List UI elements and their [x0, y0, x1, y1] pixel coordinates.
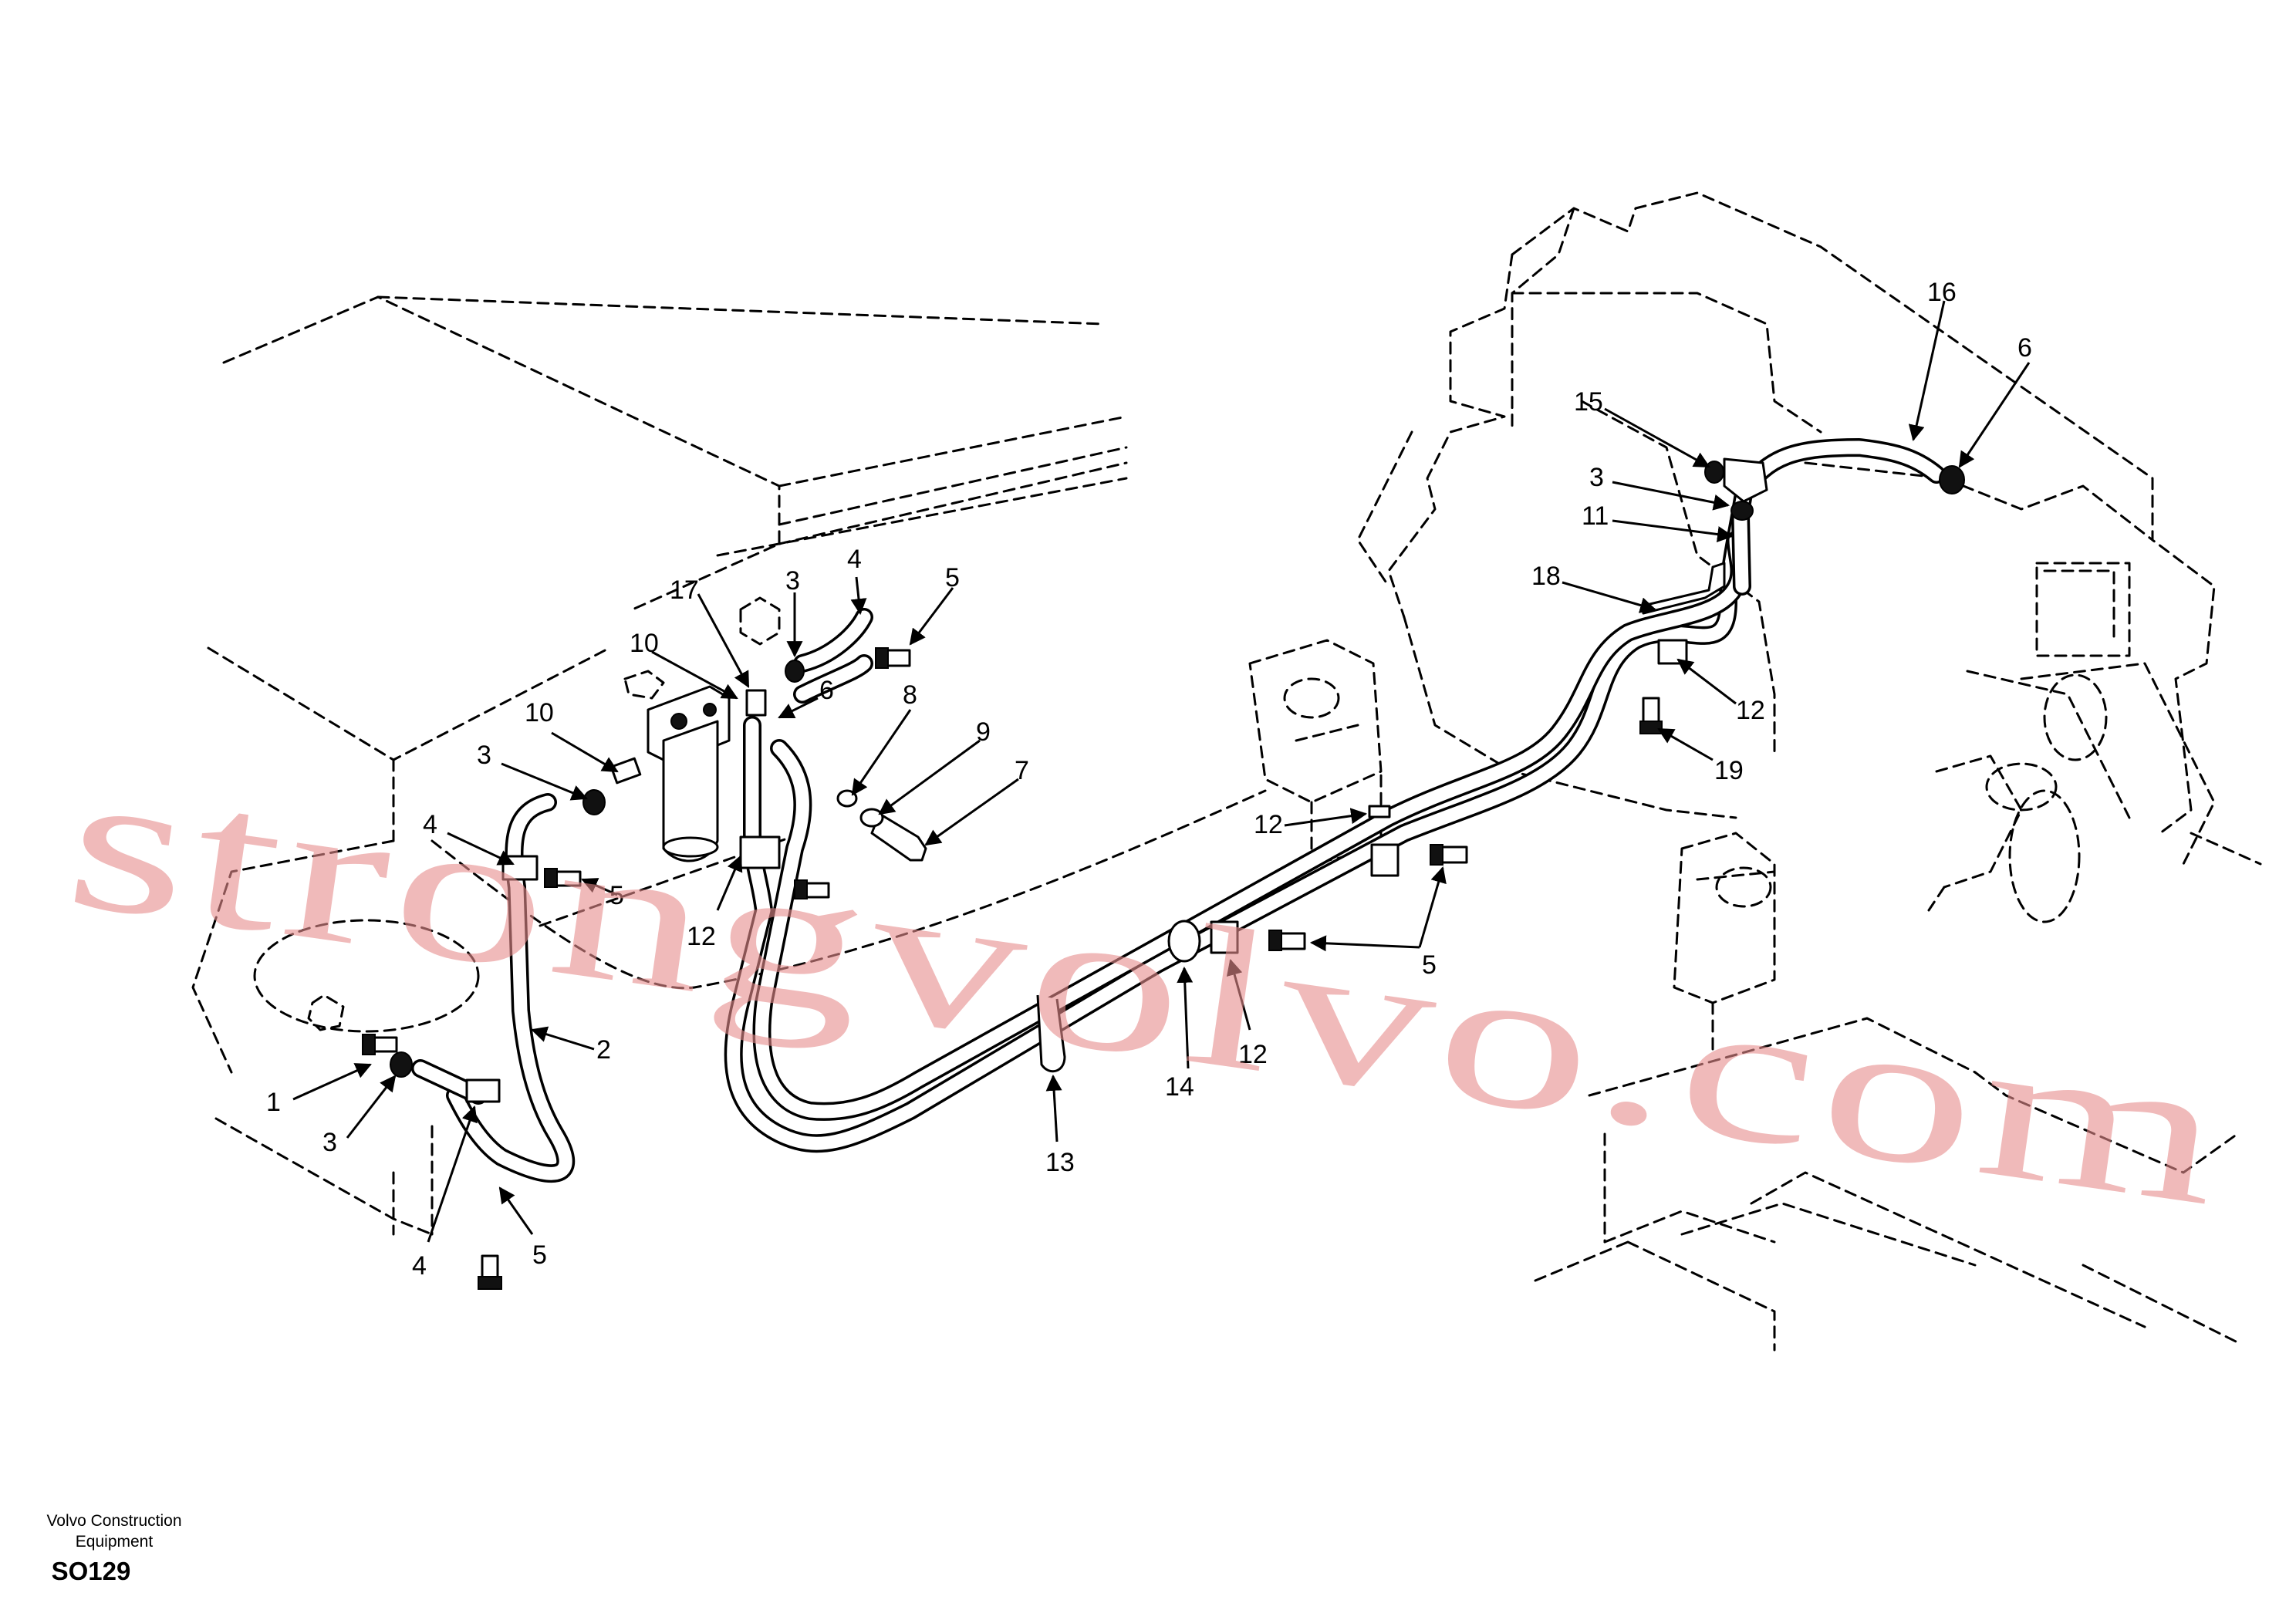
callout-label: 5 [532, 1240, 547, 1270]
callout-label: 9 [976, 717, 991, 747]
callout-label: 5 [945, 563, 960, 592]
callout-label: 1 [266, 1088, 281, 1117]
callout-label: 2 [596, 1035, 611, 1065]
callout-label: 11 [1582, 501, 1609, 531]
callout-label: 6 [2017, 333, 2032, 363]
clips-and-fittings [362, 457, 1965, 1290]
callout-label: 17 [670, 575, 699, 605]
bolt [478, 1254, 502, 1290]
callout-label: 3 [785, 566, 800, 596]
company-name: Volvo Construction Equipment [29, 1510, 199, 1552]
callout-label: 13 [1045, 1148, 1075, 1177]
callout-label: 7 [1015, 756, 1029, 785]
bolt [794, 879, 830, 899]
callout-label: 19 [1714, 756, 1744, 785]
callout-label: 6 [819, 676, 834, 705]
callout-label: 8 [903, 680, 917, 710]
callout-label: 3 [1589, 463, 1604, 492]
callout-label: 5 [1422, 950, 1437, 980]
callout-label: 4 [412, 1251, 427, 1281]
callout-label: 12 [687, 922, 716, 951]
drawing-code: SO129 [51, 1557, 131, 1585]
callout-label: 10 [525, 698, 554, 727]
callout-label: 15 [1574, 387, 1603, 417]
callout-numbers: 16 6 15 3 11 18 12 19 12 5 12 14 13 17 3… [266, 278, 2032, 1281]
company-line-2: Equipment [75, 1533, 154, 1551]
callout-label: 12 [1238, 1040, 1268, 1069]
callout-label: 5 [609, 881, 624, 910]
bolt [1268, 930, 1306, 951]
callout-label: 3 [322, 1128, 337, 1157]
callout-label: 3 [477, 741, 491, 770]
bolt [1430, 844, 1468, 866]
watermark-text: strongvolvo.com [56, 726, 2241, 1249]
fuel-filter [647, 685, 731, 862]
callout-label: 18 [1531, 562, 1561, 591]
bolt [875, 647, 911, 669]
bolt [362, 1034, 398, 1055]
callout-label: 10 [630, 629, 659, 658]
company-line-1: Volvo Construction [46, 1512, 182, 1530]
dashed-context-outlines [191, 191, 2262, 1352]
callout-label: 16 [1927, 278, 1957, 307]
callout-label: 14 [1165, 1072, 1194, 1102]
bolt [544, 868, 582, 888]
leader-lines [292, 300, 2031, 1243]
callout-label: 4 [847, 545, 862, 574]
callout-label: 12 [1736, 696, 1765, 725]
callout-label: 4 [423, 810, 437, 839]
bolt [1639, 697, 1663, 734]
callout-label: 12 [1254, 810, 1283, 839]
